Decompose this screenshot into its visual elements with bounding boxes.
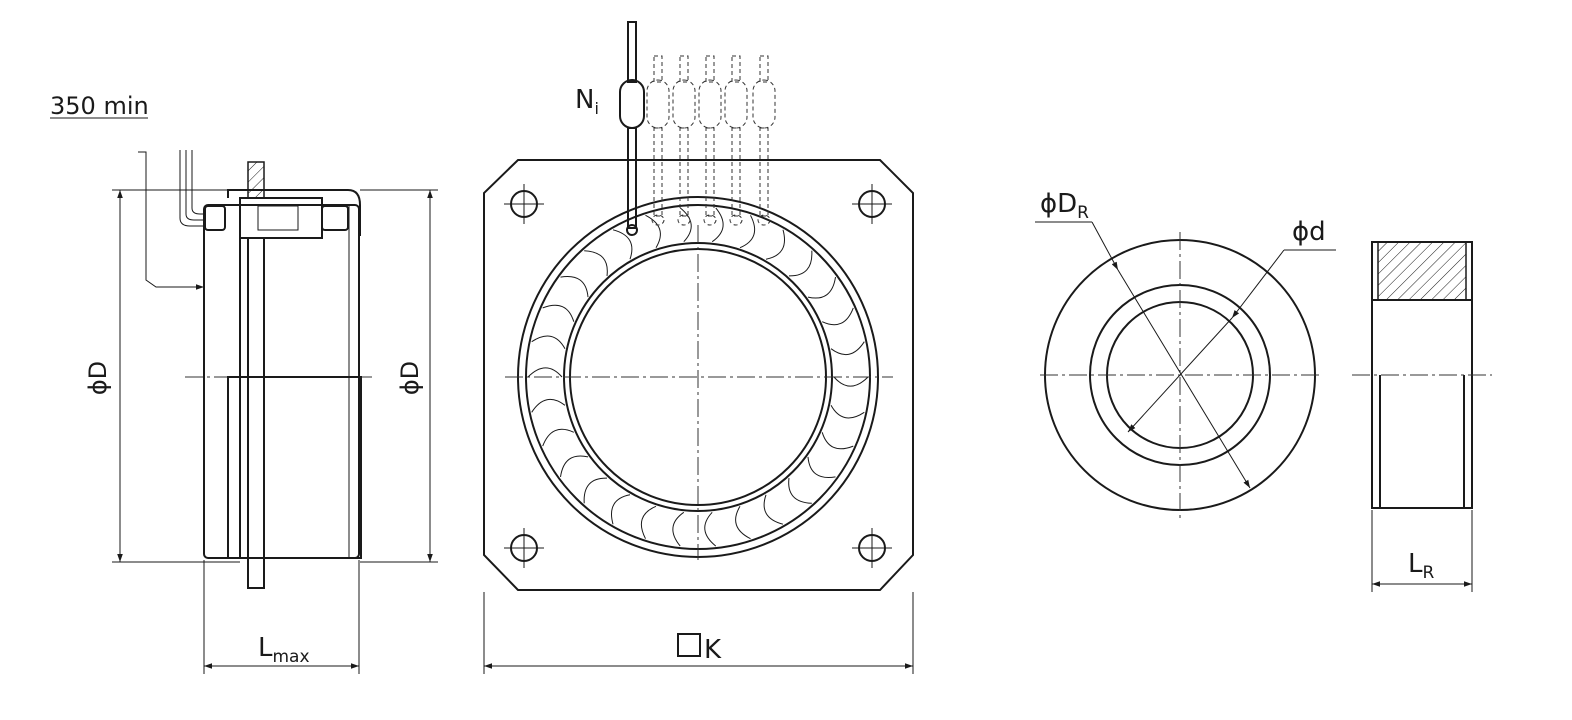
lead-wire-3 <box>191 150 205 215</box>
alt-terminal-lead <box>759 127 769 217</box>
dr-dim-line <box>1117 269 1251 489</box>
dr-leader <box>1091 221 1119 271</box>
diameter-left-label: ϕD <box>84 361 112 395</box>
winding-inner <box>257 205 299 231</box>
alt-terminal-body <box>724 79 748 129</box>
ring-length-label-sub: R <box>1423 563 1435 583</box>
winding-segment <box>821 307 854 326</box>
winding-segment <box>531 335 566 349</box>
alt-terminal-end <box>651 214 665 226</box>
flange-plate <box>247 237 265 589</box>
flange-square <box>483 159 914 591</box>
alt-terminal-end <box>757 214 771 226</box>
alt-terminal-body <box>646 79 670 129</box>
alt-terminal-stem <box>653 55 663 83</box>
alt-terminal-lead <box>653 127 663 217</box>
winding-segment <box>807 456 836 479</box>
winding-segment <box>640 505 657 539</box>
square-symbol-icon <box>677 633 701 657</box>
winding-segment <box>645 214 661 248</box>
turns-label: Ni <box>575 85 599 118</box>
alt-terminal-end <box>729 214 743 226</box>
alt-terminal-lead <box>731 127 741 217</box>
flange-top-section <box>247 161 265 199</box>
winding-segment <box>679 207 692 243</box>
length-label-main: L <box>258 633 273 663</box>
ring-length-label-main: L <box>1408 549 1423 579</box>
alt-terminal-stem <box>759 55 769 83</box>
ring-side-view: LR <box>1352 241 1492 592</box>
lead-length-label: 350 min <box>50 92 149 120</box>
winding-segment <box>560 275 589 298</box>
winding-segment <box>584 250 608 276</box>
alternative-terminals <box>646 55 776 226</box>
winding-segment <box>542 428 575 447</box>
alt-terminal-stem <box>679 55 689 83</box>
outer-diameter-label-sub: R <box>1077 203 1089 223</box>
lead-leader <box>138 151 204 290</box>
winding-segment <box>830 405 865 419</box>
outer-diameter-label: ϕDR <box>1040 189 1089 223</box>
inner-diameter-label: ϕd <box>1292 217 1326 247</box>
housing-cap <box>227 189 361 236</box>
d-dim-line <box>1127 317 1233 433</box>
turns-label-main: N <box>575 85 594 115</box>
lead-wire-2 <box>185 150 205 221</box>
length-label: Lmax <box>258 633 310 667</box>
alt-terminal-body <box>752 79 776 129</box>
turns-label-sub: i <box>594 99 598 118</box>
ring-length-label: LR <box>1408 549 1435 583</box>
winding-segments <box>527 207 869 547</box>
length-label-sub: max <box>273 647 310 667</box>
ring-view: ϕDR ϕd <box>1035 189 1336 518</box>
d-leader <box>1231 249 1285 319</box>
winding-segment <box>527 367 563 378</box>
winding-segment <box>612 229 633 260</box>
winding-segment <box>583 477 608 504</box>
winding-segment <box>821 432 854 450</box>
winding-right <box>321 205 349 231</box>
winding-segment <box>788 250 813 277</box>
winding-segment <box>560 455 589 477</box>
winding-segment <box>711 207 724 243</box>
winding-segment <box>830 341 865 356</box>
alt-terminal-stem <box>731 55 741 83</box>
alt-terminal-body <box>698 79 722 129</box>
winding-segment <box>704 511 717 547</box>
alt-terminal-end <box>677 214 691 226</box>
winding-segment <box>833 376 869 387</box>
alt-terminal-stem <box>705 55 715 83</box>
outer-diameter-label-main: ϕD <box>1040 189 1077 219</box>
core-section <box>227 376 362 559</box>
winding-segment <box>739 215 756 249</box>
winding-segment <box>531 398 566 413</box>
terminal-end <box>626 224 638 236</box>
lead-wire-1 <box>179 150 205 227</box>
winding-segment <box>542 304 575 322</box>
side-view: 350 min ϕD ϕD Lmax <box>50 92 438 674</box>
alt-terminal-end <box>703 214 717 226</box>
winding-segment <box>672 511 685 547</box>
winding-segment <box>735 506 751 540</box>
terminal-body <box>619 79 645 129</box>
front-view: Ni K <box>483 21 914 674</box>
ring-side-section <box>1377 241 1467 301</box>
alt-terminal-body <box>672 79 696 129</box>
winding-left <box>204 205 226 231</box>
winding-segment <box>763 494 784 525</box>
winding-segment <box>788 478 812 504</box>
diameter-right-label: ϕD <box>396 361 424 395</box>
size-label: K <box>704 635 722 665</box>
alt-terminal-lead <box>705 127 715 217</box>
winding-segment <box>765 229 785 260</box>
winding-segment <box>807 277 836 299</box>
terminal-stem <box>627 21 637 83</box>
alt-terminal-lead <box>679 127 689 217</box>
terminal-lead <box>627 127 637 229</box>
winding-segment <box>611 494 631 525</box>
